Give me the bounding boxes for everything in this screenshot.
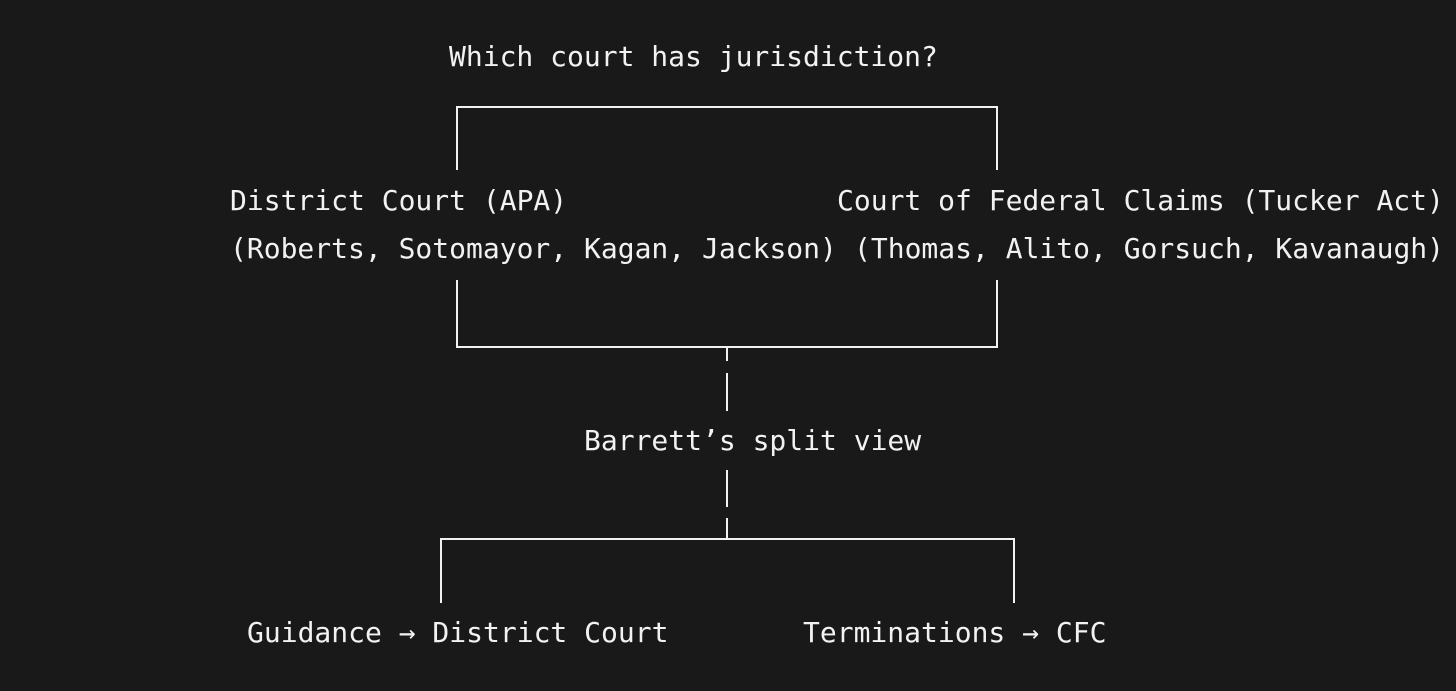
diagram-title: Which court has jurisdiction? [449, 40, 938, 73]
right-justices-label: (Thomas, Alito, Gorsuch, Kavanaugh) [854, 232, 1445, 265]
right-court-label: Court of Federal Claims (Tucker Act) [837, 184, 1444, 217]
barrett-node-label: Barrett’s split view [584, 424, 922, 457]
left-justices-label: (Roberts, Sotomayor, Kagan, Jackson) [230, 232, 837, 265]
right-outcome-label: Terminations → CFC [803, 616, 1107, 649]
left-court-label: District Court (APA) [230, 184, 568, 217]
left-outcome-label: Guidance → District Court [247, 616, 669, 649]
